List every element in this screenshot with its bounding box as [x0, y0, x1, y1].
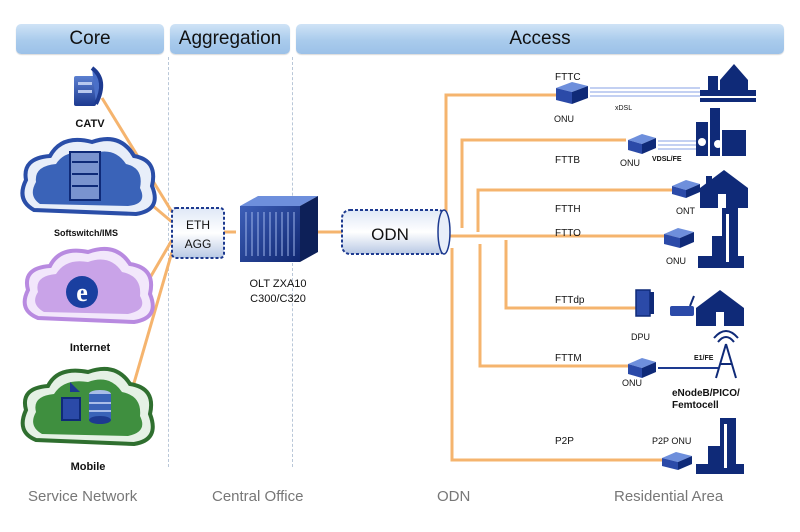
- fttdp-modem-icon: [670, 295, 695, 316]
- softswitch-rack-icon: [69, 151, 101, 201]
- fttc-house-icon: [700, 64, 756, 102]
- branch-label-fttb: FTTB: [555, 155, 580, 166]
- footer-central-office: Central Office: [212, 488, 304, 505]
- odn-label: ODN: [371, 225, 409, 244]
- fttb-building-icon: [696, 108, 746, 156]
- odn-branch-lines: [444, 93, 680, 462]
- p2p-building-icon: [696, 418, 744, 474]
- branch-label-fttc: FTTC: [555, 72, 581, 83]
- fttc-xdsl-link: [590, 87, 700, 97]
- fttdp-house-icon: [696, 290, 744, 326]
- fttc-onu-icon: [556, 82, 588, 104]
- p2p-onu-icon: [662, 452, 692, 470]
- ftto-onu-icon: [664, 228, 694, 248]
- header-aggregation-label: Aggregation: [178, 28, 282, 49]
- internet-e-icon: e: [66, 276, 98, 308]
- branch-line-fttdp: [504, 240, 636, 310]
- branch-label-fttdp: FTTdp: [555, 295, 585, 306]
- fttc-xdsl-label: xDSL: [615, 105, 632, 112]
- header-core: Core: [16, 24, 164, 54]
- ftth-ont-icon: [672, 180, 700, 198]
- mobile-label: Mobile: [71, 461, 106, 473]
- mobile-cloud: [20, 367, 155, 447]
- softswitch-label: Softswitch/IMS: [54, 228, 118, 238]
- header-aggregation: Aggregation: [170, 24, 290, 54]
- p2p-onu-label: P2P ONU: [652, 436, 691, 446]
- ftto-onu-label: ONU: [666, 256, 686, 266]
- ftto-building-icon: [698, 208, 744, 268]
- fttm-onu-icon: [628, 358, 656, 378]
- mobile-database-icon: [61, 382, 111, 424]
- footer-odn: ODN: [437, 488, 471, 505]
- branch-label-ftth: FTTH: [555, 204, 581, 215]
- header-access-label: Access: [509, 28, 571, 49]
- catv-label: CATV: [75, 118, 105, 130]
- internet-label: Internet: [70, 342, 111, 354]
- olt-line2: C300/C320: [250, 293, 306, 305]
- fttm-site-line2: Femtocell: [672, 400, 719, 411]
- odn-node: ODN: [341, 209, 451, 255]
- header-access: Access: [296, 24, 784, 54]
- branch-label-p2p: P2P: [555, 436, 574, 447]
- fttb-vdsl-label: VDSL/FE: [652, 156, 682, 163]
- eth-agg-line1: ETH: [186, 218, 210, 232]
- eth-agg-node: ETH AGG: [171, 207, 225, 259]
- fttm-site-line1: eNodeB/PICO/: [672, 388, 740, 399]
- fttc-onu-label: ONU: [554, 114, 574, 124]
- footer-service-network: Service Network: [28, 488, 138, 505]
- branch-line-ftth: [476, 188, 680, 232]
- catv-dish-icon: [74, 66, 104, 106]
- header-core-label: Core: [69, 28, 111, 49]
- ftth-ont-label: ONT: [676, 206, 696, 216]
- branch-label-fttm: FTTM: [555, 353, 582, 364]
- fttb-onu-icon: [628, 134, 656, 154]
- branch-line-fttc: [444, 93, 556, 222]
- footer-residential-area: Residential Area: [614, 488, 724, 505]
- fttdp-dpu-icon: [635, 289, 654, 317]
- olt-device: [240, 196, 318, 262]
- fttb-vdsl-link: [658, 140, 700, 150]
- branch-line-fttb: [460, 138, 626, 228]
- svg-text:e: e: [76, 278, 88, 307]
- branch-label-ftto: FTTO: [555, 228, 581, 239]
- ftth-house-icon: [700, 170, 748, 208]
- cell-tower-icon: [713, 330, 739, 379]
- link-mobile: [130, 251, 174, 391]
- olt-line1: OLT ZXA10: [249, 278, 306, 290]
- fttm-e1fe-label: E1/FE: [694, 355, 714, 362]
- branch-line-p2p: [450, 248, 664, 462]
- fttdp-dpu-label: DPU: [631, 332, 650, 342]
- fttm-onu-label: ONU: [622, 378, 642, 388]
- branch-line-fttm: [478, 244, 628, 368]
- eth-agg-line2: AGG: [185, 237, 212, 251]
- fttb-onu-label: ONU: [620, 158, 640, 168]
